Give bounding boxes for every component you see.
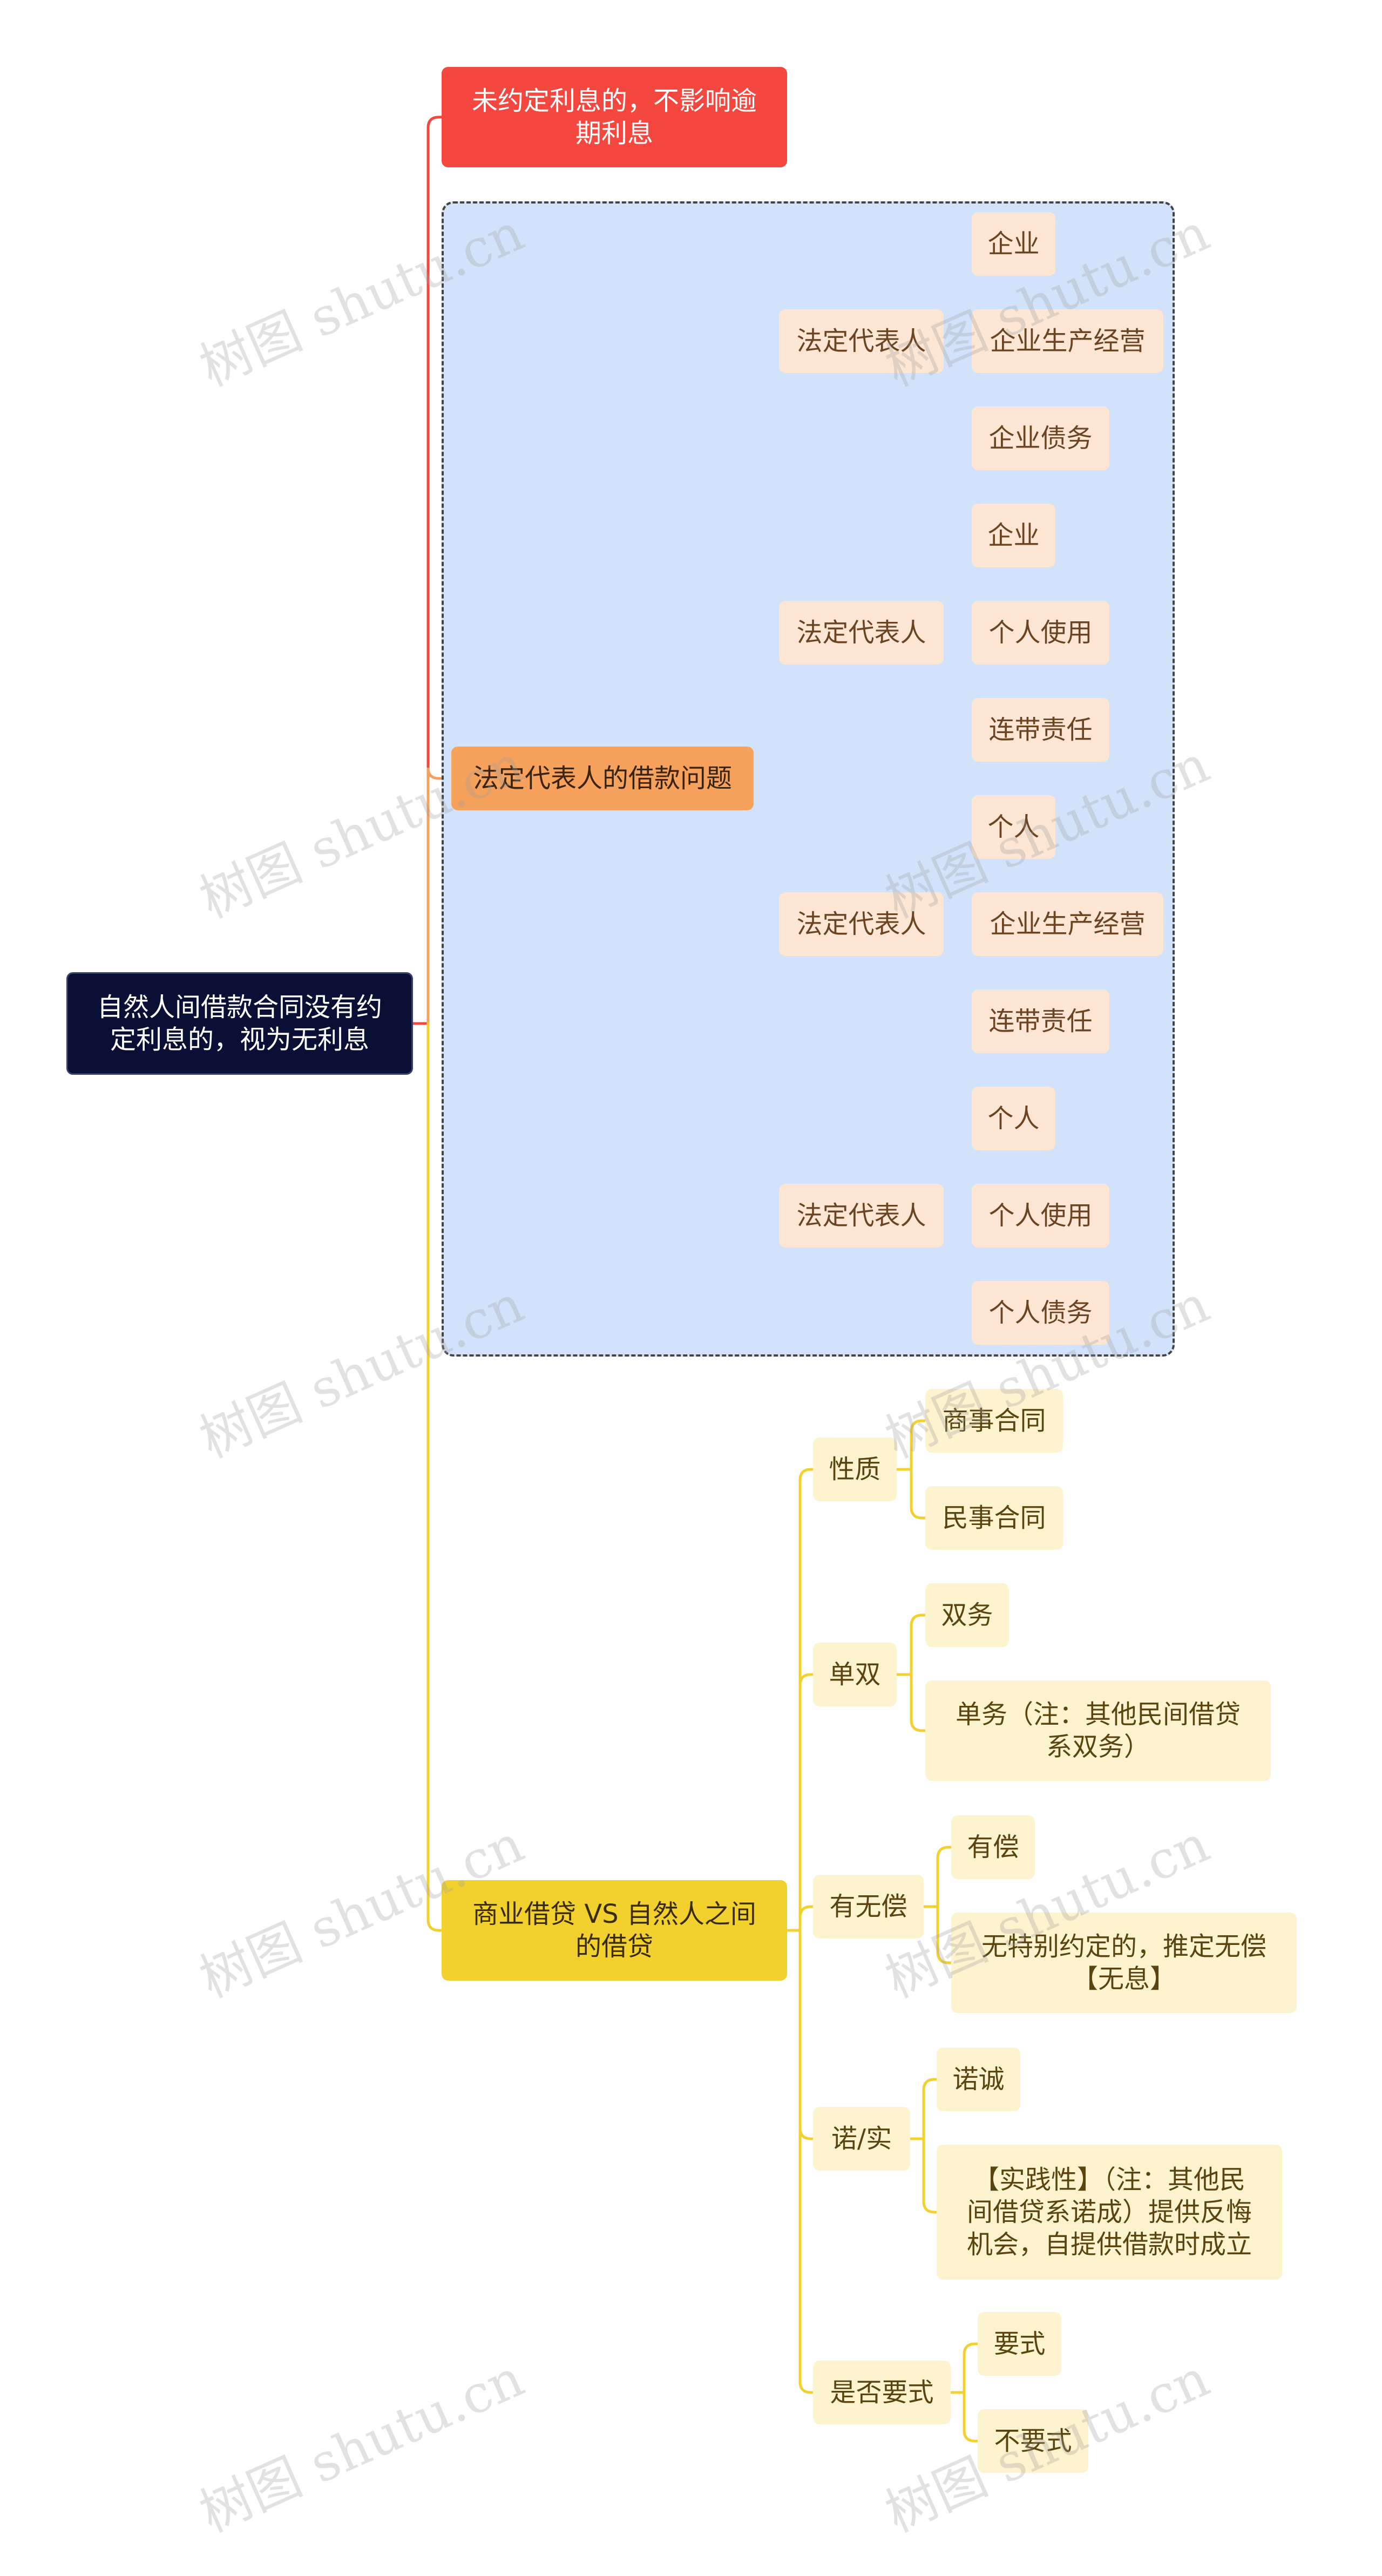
- compare-paid-item-2[interactable]: 无特别约定的，推定无偿 【无息】: [951, 1913, 1297, 2013]
- legal-rep-3-item-2[interactable]: 企业生产经营: [972, 892, 1163, 956]
- legal-rep-2-item-1[interactable]: 企业: [972, 504, 1055, 567]
- legal-rep-1-item-3[interactable]: 企业债务: [972, 406, 1109, 470]
- compare-label-formal[interactable]: 是否要式: [813, 2361, 951, 2424]
- legal-rep-3-item-1[interactable]: 个人: [972, 795, 1055, 859]
- compare-consensual-item-1[interactable]: 诺诚: [937, 2048, 1020, 2111]
- compare-connector: [798, 1468, 815, 1932]
- legal-rep-4-item-3[interactable]: 个人债务: [972, 1281, 1109, 1345]
- legal-rep-3-item-3[interactable]: 连带责任: [972, 989, 1109, 1053]
- compare-label-nature[interactable]: 性质: [813, 1438, 897, 1501]
- compare-nature-item-2[interactable]: 民事合同: [925, 1486, 1063, 1550]
- compare-connector: [798, 1673, 815, 1932]
- compare-formal-item-1[interactable]: 要式: [978, 2312, 1061, 2376]
- root-connector-red: [426, 116, 443, 1025]
- branch-legal-rep-node[interactable]: 法定代表人的借款问题: [451, 747, 754, 810]
- legal-rep-2-item-2[interactable]: 个人使用: [972, 601, 1109, 665]
- legal-rep-label-3[interactable]: 法定代表人: [779, 892, 944, 956]
- compare-item-connector: [910, 1419, 927, 1471]
- legal-rep-4-item-1[interactable]: 个人: [972, 1087, 1055, 1150]
- compare-paid-item-1[interactable]: 有偿: [951, 1815, 1035, 1879]
- compare-unilateral-item-2[interactable]: 单务（注：其他民间借贷 系双务）: [925, 1680, 1271, 1781]
- compare-consensual-item-2[interactable]: 【实践性】（注：其他民 间借贷系诺成）提供反悔 机会，自提供借款时成立: [937, 2145, 1282, 2280]
- root-node[interactable]: 自然人间借款合同没有约 定利息的，视为无利息: [66, 972, 413, 1075]
- compare-item-connector: [910, 1468, 927, 1520]
- compare-label-consensual[interactable]: 诺/实: [813, 2107, 910, 2171]
- branch-compare-node[interactable]: 商业借贷 VS 自然人之间 的借贷: [442, 1880, 787, 1981]
- compare-item-connector: [910, 1673, 927, 1732]
- compare-label-paid[interactable]: 有无偿: [813, 1875, 924, 1938]
- compare-nature-item-1[interactable]: 商事合同: [925, 1389, 1063, 1453]
- compare-item-connector: [922, 2078, 938, 2140]
- legal-rep-label-4[interactable]: 法定代表人: [779, 1184, 944, 1248]
- root-node-text: 自然人间借款合同没有约 定利息的，视为无利息: [97, 992, 382, 1055]
- compare-item-connector: [936, 1905, 953, 1964]
- compare-item-connector: [963, 2391, 979, 2443]
- compare-item-connector: [963, 2342, 979, 2394]
- compare-label-unilateral[interactable]: 单双: [813, 1643, 897, 1706]
- branch-legal-rep-text: 法定代表人的借款问题: [472, 763, 732, 794]
- compare-connector: [798, 1905, 815, 1932]
- legal-rep-label-2[interactable]: 法定代表人: [779, 601, 944, 665]
- root-connector-orange: [426, 767, 453, 1025]
- legal-rep-label-1[interactable]: 法定代表人: [779, 309, 944, 373]
- legal-rep-2-item-3[interactable]: 连带责任: [972, 698, 1109, 762]
- branch-compare-text: 商业借贷 VS 自然人之间 的借贷: [472, 1899, 756, 1962]
- legal-rep-1-item-2[interactable]: 企业生产经营: [972, 309, 1163, 373]
- compare-connector: [798, 1929, 815, 2394]
- root-connector-yellow: [426, 1022, 443, 1932]
- legal-rep-4-item-2[interactable]: 个人使用: [972, 1184, 1109, 1248]
- compare-item-connector: [922, 2137, 938, 2214]
- compare-formal-item-2[interactable]: 不要式: [978, 2409, 1088, 2473]
- compare-connector: [798, 1929, 815, 2140]
- compare-item-connector: [936, 1846, 953, 1908]
- compare-unilateral-item-1[interactable]: 双务: [925, 1583, 1009, 1647]
- legal-rep-1-item-1[interactable]: 企业: [972, 212, 1055, 276]
- compare-item-connector: [910, 1614, 927, 1676]
- branch-interest-text: 未约定利息的，不影响逾 期利息: [471, 86, 757, 148]
- branch-interest-node[interactable]: 未约定利息的，不影响逾 期利息: [442, 67, 787, 167]
